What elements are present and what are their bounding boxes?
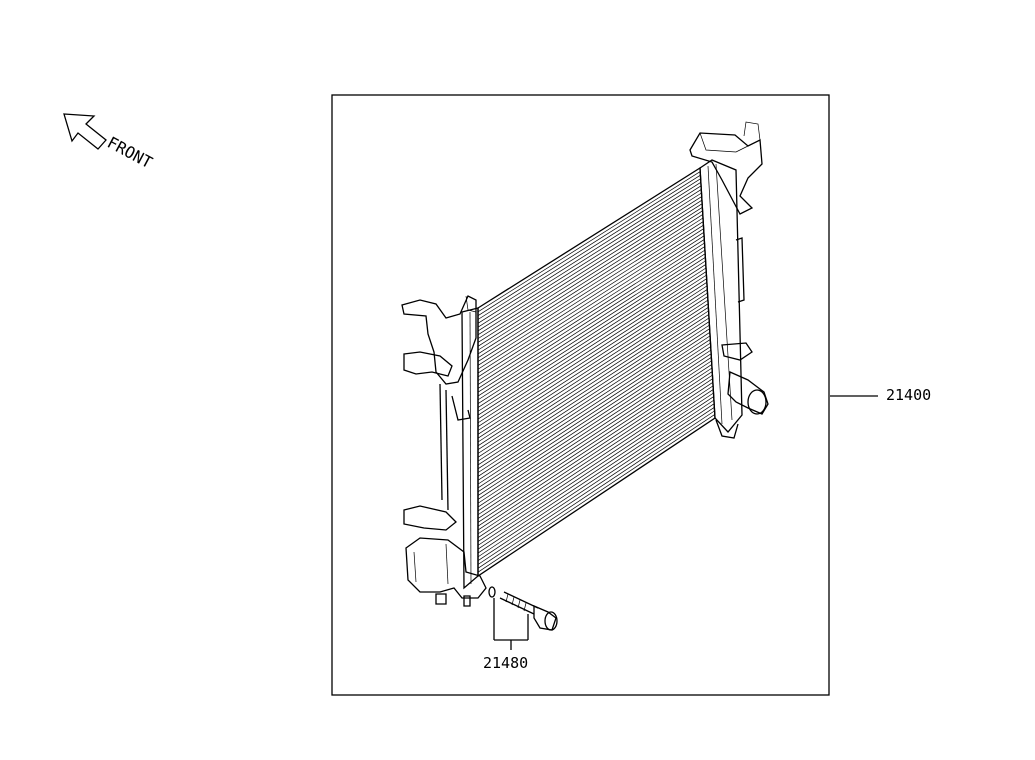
fin-line bbox=[477, 185, 702, 328]
fin-line bbox=[477, 342, 711, 496]
fin-line bbox=[477, 296, 708, 447]
fin-line bbox=[477, 264, 706, 412]
fin-line bbox=[477, 353, 712, 508]
fin-line bbox=[477, 221, 704, 366]
fin-line bbox=[477, 235, 705, 382]
fin-line bbox=[477, 206, 703, 351]
fin-line bbox=[477, 389, 714, 546]
drain-cock-callout: 21480 bbox=[483, 598, 529, 672]
fin-line bbox=[477, 249, 706, 397]
fin-line bbox=[477, 385, 714, 542]
fin-line bbox=[477, 203, 703, 347]
fin-line bbox=[477, 399, 715, 558]
fin-line bbox=[477, 214, 703, 359]
fin-line bbox=[477, 267, 707, 416]
fin-line bbox=[477, 285, 708, 435]
fin-line bbox=[477, 321, 710, 473]
fin-line bbox=[477, 403, 715, 561]
right-top-bracket bbox=[689, 132, 763, 215]
radiator-assembly bbox=[401, 121, 769, 607]
fin-line bbox=[477, 346, 711, 500]
left-top-bracket bbox=[401, 295, 477, 385]
fin-line bbox=[477, 253, 706, 401]
fin-line bbox=[477, 274, 707, 424]
fin-line bbox=[477, 192, 702, 336]
fin-line bbox=[477, 367, 713, 523]
radiator-part-number: 21400 bbox=[886, 386, 931, 404]
drain-cock bbox=[488, 586, 558, 631]
fin-line bbox=[477, 392, 714, 550]
fin-line bbox=[477, 364, 712, 519]
fin-line bbox=[477, 381, 714, 539]
front-label: FRONT bbox=[104, 133, 156, 173]
fin-line bbox=[477, 299, 709, 450]
fin-line bbox=[477, 199, 703, 343]
fin-line bbox=[477, 314, 709, 466]
fin-line bbox=[477, 317, 710, 470]
fin-line bbox=[477, 306, 709, 458]
fin-line bbox=[477, 339, 711, 493]
left-bottom-bracket bbox=[405, 537, 487, 599]
fin-line bbox=[477, 181, 702, 324]
fin-line bbox=[477, 289, 708, 439]
fin-line bbox=[477, 174, 701, 316]
right-tank bbox=[699, 159, 743, 433]
fin-line bbox=[477, 349, 712, 504]
fin-line bbox=[477, 278, 707, 427]
fin-line bbox=[477, 331, 711, 485]
fin-line bbox=[477, 310, 709, 462]
fin-line bbox=[477, 224, 704, 370]
left-tank bbox=[461, 307, 479, 590]
fin-line bbox=[477, 371, 713, 527]
fin-line bbox=[477, 256, 706, 405]
fin-line bbox=[477, 410, 715, 569]
fin-line bbox=[477, 303, 709, 454]
fin-line bbox=[477, 260, 706, 408]
fin-line bbox=[477, 414, 715, 573]
fin-line bbox=[477, 406, 715, 565]
fin-line bbox=[477, 374, 713, 531]
drain-cock-part-number: 21480 bbox=[483, 654, 528, 672]
fin-line bbox=[477, 360, 712, 516]
fin-line bbox=[477, 231, 705, 378]
fin-line bbox=[477, 396, 714, 554]
fin-line bbox=[477, 328, 710, 481]
fin-line bbox=[477, 228, 704, 374]
fin-line bbox=[477, 378, 713, 535]
fin-line bbox=[477, 239, 705, 385]
fin-line bbox=[477, 189, 702, 332]
fin-line bbox=[477, 356, 712, 512]
outlet-pipe bbox=[727, 371, 769, 415]
fin-line bbox=[477, 196, 702, 339]
fin-line bbox=[477, 246, 705, 393]
fin-line bbox=[477, 281, 708, 431]
fin-line bbox=[477, 242, 705, 389]
fin-line bbox=[477, 217, 704, 362]
fin-line bbox=[477, 271, 707, 420]
diagram-frame bbox=[331, 94, 830, 696]
fin-line bbox=[477, 210, 703, 355]
fin-line bbox=[477, 178, 701, 320]
front-arrow-icon bbox=[63, 113, 107, 150]
radiator-callout: 21400 bbox=[830, 386, 931, 404]
fin-line bbox=[477, 292, 708, 443]
fin-line bbox=[477, 171, 701, 313]
front-indicator: FRONT bbox=[63, 113, 156, 173]
radiator-fins bbox=[477, 171, 715, 573]
fin-line bbox=[477, 335, 711, 489]
fin-line bbox=[477, 324, 710, 477]
